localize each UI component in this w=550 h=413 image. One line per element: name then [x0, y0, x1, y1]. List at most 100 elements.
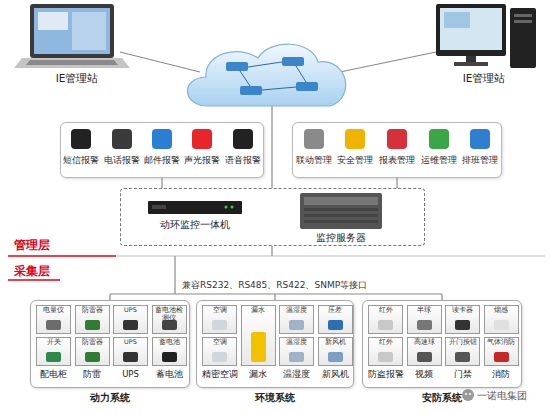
device-shape — [417, 352, 432, 362]
device-icon: 读卡器 — [445, 305, 480, 334]
layer-title: 采集层 — [14, 263, 50, 280]
device-label: 防雷器 — [77, 307, 108, 315]
desktop-image — [514, 20, 532, 23]
item-icon — [429, 129, 449, 149]
panel-item: 安全管理 — [335, 123, 377, 177]
laptop-image — [34, 8, 110, 54]
item-label: 运维管理 — [418, 155, 460, 167]
device-column: 温湿度温湿度温湿度 — [279, 303, 314, 387]
laptop-image — [38, 12, 68, 30]
network-cloud — [296, 82, 318, 91]
panel-item: 邮件报警 — [142, 123, 182, 177]
item-icon — [304, 129, 324, 149]
device-shape — [494, 352, 509, 362]
layer-divider — [8, 255, 116, 257]
network-line — [340, 52, 436, 72]
server-image — [304, 220, 378, 223]
network-cloud — [187, 44, 345, 106]
network-cloud — [240, 71, 250, 86]
item-icon — [345, 129, 365, 149]
device-icon: UPS — [113, 305, 148, 334]
device-column: 烟感气体消防消防 — [484, 303, 519, 387]
device-shape — [85, 352, 100, 362]
device-column: 电量仪开关配电柜 — [36, 303, 71, 387]
device-shape — [289, 352, 304, 362]
panel-item: 联动管理 — [293, 123, 335, 177]
system-group: 空调空调精密空调漏水漏水温湿度温湿度温湿度压差新风机新风机环境系统 — [196, 300, 354, 388]
laptop-image — [72, 12, 106, 50]
device-label: 温湿度 — [281, 307, 312, 315]
item-icon — [470, 129, 490, 149]
item-label: 声光报警 — [182, 155, 222, 167]
device-label: 红外 — [370, 307, 401, 315]
laptop-image — [14, 4, 130, 68]
device-icon: 防雷器 — [75, 305, 110, 334]
device-label: 温湿度 — [281, 339, 312, 347]
monitor-unit-image — [148, 201, 242, 214]
item-label: 安全管理 — [335, 155, 377, 167]
desktop-image — [510, 8, 536, 68]
device-column: 蓄电池检测仪蓄电池蓄电池 — [152, 303, 187, 387]
monitor-unit-image — [148, 201, 242, 214]
device-shape — [212, 320, 227, 330]
device-label: 红外 — [370, 339, 401, 347]
item-label: 语音报警 — [223, 155, 263, 167]
management-panel: 联动管理安全管理报表管理运维管理排班管理 — [292, 122, 502, 178]
panel-item: 报表管理 — [376, 123, 418, 177]
device-shape — [328, 352, 343, 362]
desktop-image — [454, 62, 488, 66]
device-caption: 温湿度 — [277, 369, 316, 381]
watermark: 一诺电集团 — [477, 389, 527, 403]
device-column: UPSUPSUPS — [113, 303, 148, 387]
desktop-image — [436, 4, 536, 68]
monitor-unit-image — [231, 206, 234, 209]
panel-item: 声光报警 — [182, 123, 222, 177]
monitor-unit-image — [225, 206, 228, 209]
device-icon: 开关 — [36, 337, 71, 366]
item-icon — [192, 129, 212, 149]
network-line — [120, 52, 200, 72]
device-icon: 蓄电池 — [152, 337, 187, 366]
device-label: 防雷器 — [77, 339, 108, 347]
group-caption: 动力系统 — [31, 391, 189, 405]
item-icon — [112, 129, 132, 149]
device-shape — [85, 320, 100, 330]
device-shape — [46, 320, 61, 330]
station-label: IE管理站 — [428, 72, 540, 86]
device-label: 开关 — [38, 339, 69, 347]
device-shape — [328, 320, 343, 330]
device-label: 蓄电池检测仪 — [154, 307, 185, 322]
system-group: 电量仪开关配电柜防雷器防雷器防雷UPSUPSUPS蓄电池检测仪蓄电池蓄电池动力系… — [30, 300, 190, 388]
device-icon: 新风机 — [318, 337, 353, 366]
network-cloud — [187, 44, 345, 106]
device-shape — [417, 320, 432, 330]
server-image — [304, 214, 378, 217]
device-shape — [251, 332, 266, 362]
device-label: 读卡器 — [447, 307, 478, 315]
device-icon: 防雷器 — [75, 337, 110, 366]
device-icon: 压差 — [318, 305, 353, 334]
device-label: 高速球 — [409, 339, 440, 347]
desktop-image — [444, 12, 470, 28]
group-caption: 环境系统 — [197, 391, 353, 405]
device-shape — [494, 320, 509, 330]
device-shape — [123, 352, 138, 362]
device-label: 压差 — [320, 307, 351, 315]
device-shape — [212, 352, 227, 362]
device-icon: 开门按钮 — [445, 337, 480, 366]
device-column: 漏水漏水 — [241, 303, 276, 387]
device-caption: UPS — [111, 369, 150, 379]
management-station: IE管理站 — [428, 2, 540, 86]
device-caption: 消防 — [482, 369, 521, 381]
alarm-panel: 短信报警电话报警邮件报警声光报警语音报警 — [60, 122, 264, 178]
interface-note: 兼容RS232、RS485、RS422、SNMP等接口 — [182, 279, 367, 292]
item-label: 联动管理 — [293, 155, 335, 167]
item-label: 报表管理 — [376, 155, 418, 167]
device-icon: 温湿度 — [279, 337, 314, 366]
item-label: 短信报警 — [61, 155, 101, 167]
device-icon: 温湿度 — [279, 305, 314, 334]
desktop-image — [440, 8, 502, 50]
